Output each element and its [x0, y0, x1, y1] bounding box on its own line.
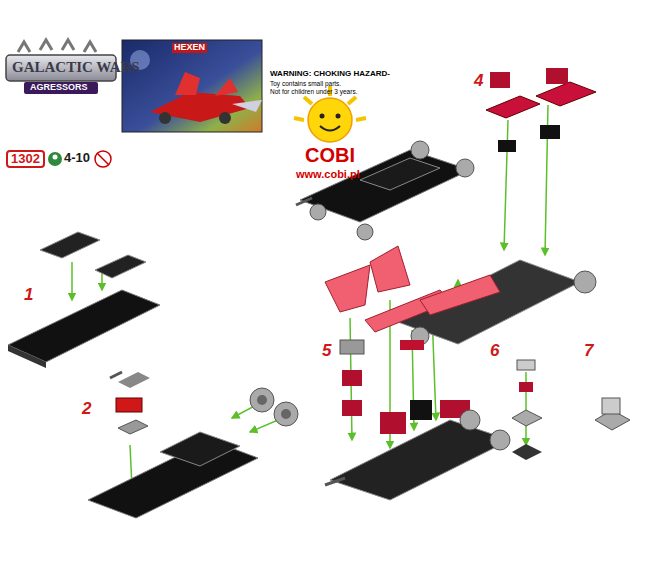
brand-name: COBI [305, 144, 355, 166]
step-number: 6 [490, 342, 499, 361]
step-6-parts [512, 360, 542, 460]
warning-text: Not for children under 3 years. [270, 88, 357, 95]
step-2-parts [88, 372, 298, 518]
step-number: 4 [474, 72, 483, 91]
step-number: 1 [24, 286, 33, 305]
age-icon [48, 152, 62, 166]
warning-text: Toy contains small parts. [270, 80, 341, 87]
set-name: HEXEN [172, 43, 207, 53]
step-number: 2 [82, 400, 91, 419]
step-7-part [595, 398, 630, 430]
assembled-chassis [296, 141, 474, 240]
box-picture [122, 40, 262, 132]
step-number: 5 [322, 342, 331, 361]
website: www.cobi.pl [296, 168, 360, 180]
set-number: 1302 [6, 150, 45, 168]
no-small-children-icon [95, 151, 111, 167]
step-number: 7 [584, 342, 593, 361]
step-1-parts [8, 232, 160, 368]
logo-subtitle: AGRESSORS [30, 83, 88, 93]
step-4-parts [398, 68, 596, 350]
logo-title: GALACTIC WARS [12, 59, 140, 76]
age-range: 4-10 [64, 151, 90, 165]
warning-heading: WARNING: CHOKING HAZARD- [270, 70, 390, 79]
step-5-parts [325, 246, 510, 500]
